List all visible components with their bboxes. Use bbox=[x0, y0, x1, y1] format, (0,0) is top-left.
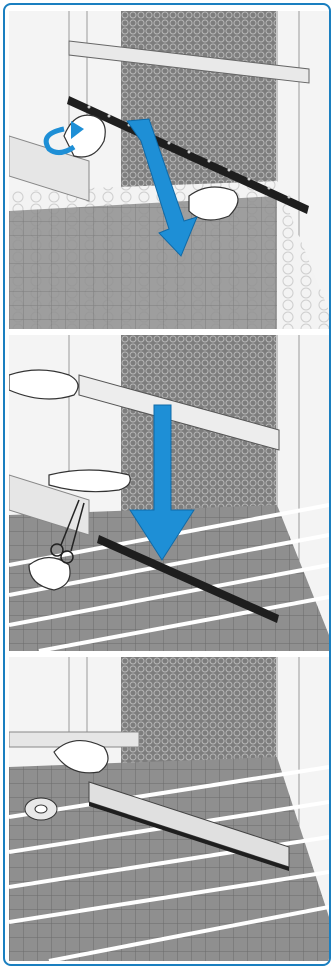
tape-roll-icon bbox=[25, 798, 57, 820]
floor-grid bbox=[9, 196, 277, 329]
step-2-panel bbox=[9, 335, 329, 651]
middle-hand bbox=[49, 470, 130, 492]
step-3-illustration bbox=[9, 657, 329, 961]
right-hand bbox=[189, 187, 238, 220]
step-1-panel bbox=[9, 11, 329, 329]
step-2-illustration bbox=[9, 335, 329, 651]
step-3-panel bbox=[9, 657, 329, 961]
illustration-frame bbox=[3, 3, 331, 966]
step-1-illustration bbox=[9, 11, 329, 329]
